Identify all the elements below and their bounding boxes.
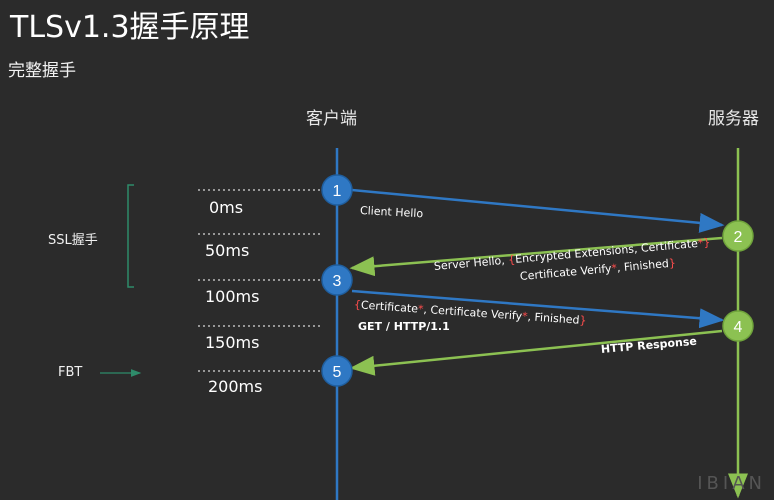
step-3-node — [321, 264, 353, 296]
time-label-3: 150ms — [205, 333, 260, 352]
step-5-node — [321, 355, 353, 387]
step-5-label: 5 — [333, 364, 342, 381]
time-label-1: 50ms — [205, 241, 250, 260]
time-label-0: 0ms — [209, 198, 244, 217]
server-hello-arrow — [349, 236, 723, 277]
watermark: IBIAN — [697, 473, 766, 494]
step-1-node — [321, 174, 353, 206]
page-title: TLSv1.3握手原理 — [10, 10, 250, 45]
time-label-2: 100ms — [205, 287, 260, 306]
get-request-label: GET / HTTP/1.1 — [358, 320, 450, 333]
http-response-arrow — [349, 329, 723, 376]
client-hello-arrow — [351, 188, 725, 233]
page-subtitle: 完整握手 — [8, 61, 76, 81]
fbt-label: FBT — [58, 365, 83, 380]
step-2-node — [722, 220, 754, 252]
ssl-bracket — [127, 184, 134, 288]
step-3-label: 3 — [333, 273, 342, 290]
server-header: 服务器 — [708, 109, 759, 129]
step-4-node — [722, 310, 754, 342]
ssl-handshake-label: SSL握手 — [48, 233, 98, 248]
step-4-label: 4 — [734, 319, 743, 336]
client-header: 客户端 — [306, 109, 357, 129]
step-2-label: 2 — [734, 229, 743, 246]
client-finished-arrow — [351, 289, 725, 329]
time-label-4: 200ms — [208, 377, 263, 396]
step-1-label: 1 — [333, 183, 342, 200]
